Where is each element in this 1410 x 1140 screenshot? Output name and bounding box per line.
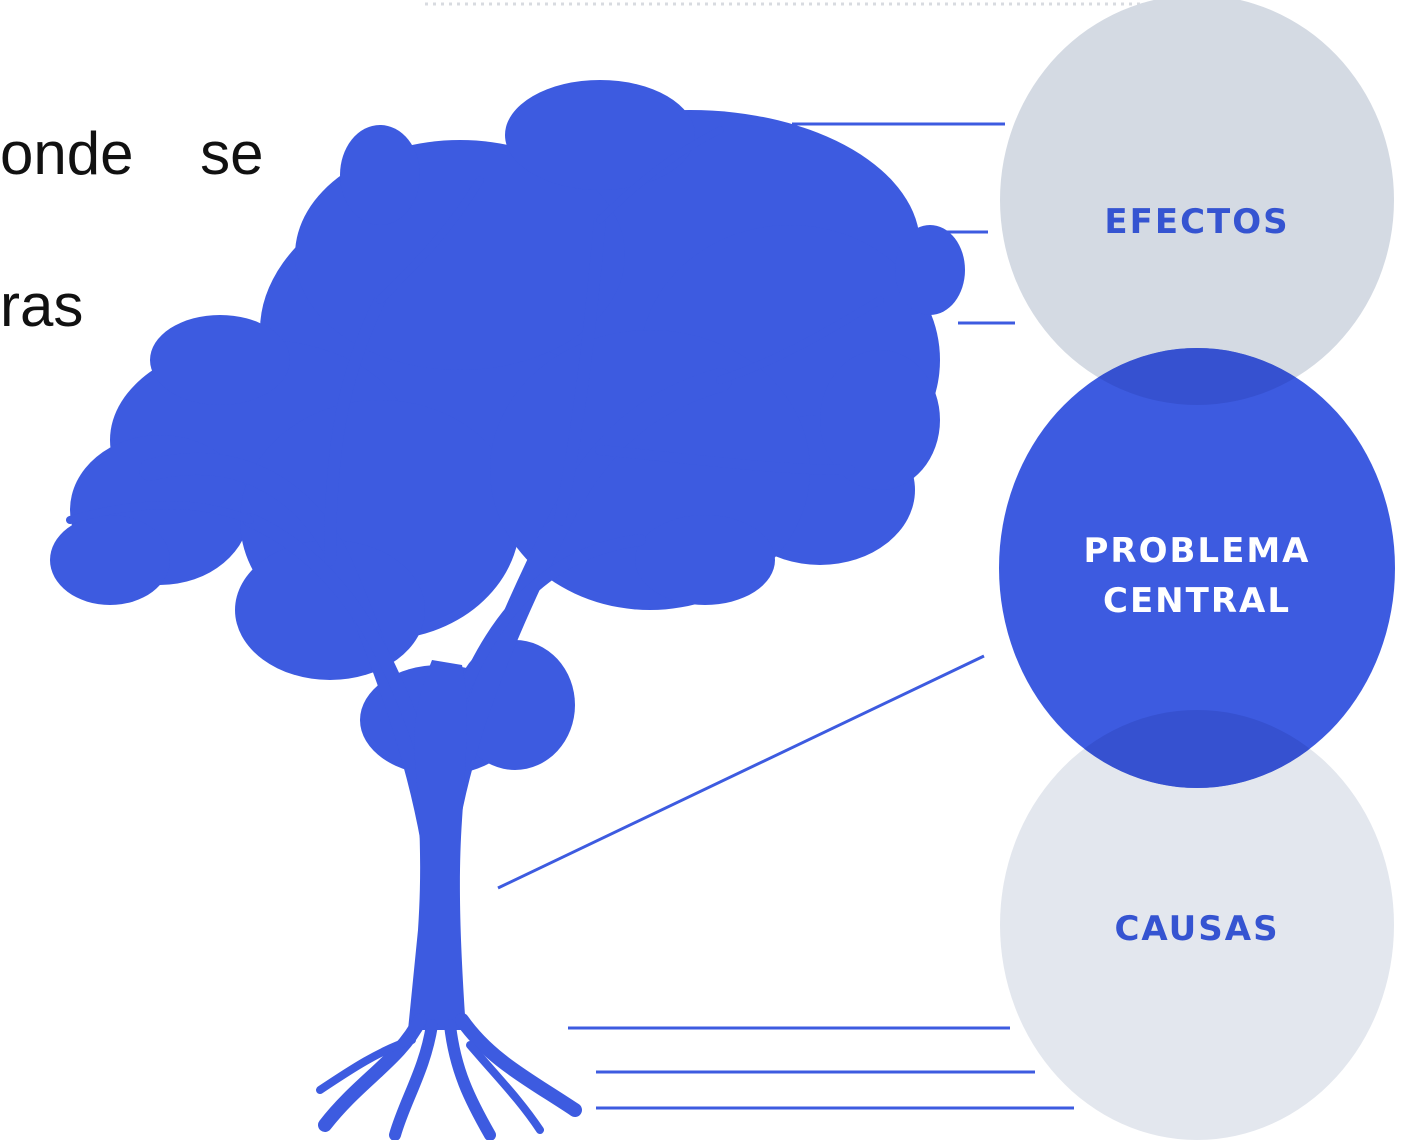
- effects-circle: [1000, 0, 1394, 405]
- trunk-connector: [497, 654, 985, 890]
- causes-circle: [1000, 710, 1394, 1140]
- problem-label-line-2: CENTRAL: [1103, 581, 1291, 621]
- text-fragment-1: onde se: [0, 120, 264, 187]
- tree-illustration: [50, 80, 965, 1140]
- tree-canopy: [50, 80, 965, 775]
- text-fragment-2: ras: [0, 272, 84, 339]
- tree-roots: [316, 1013, 582, 1140]
- problem-circle: [999, 348, 1395, 788]
- problem-label-line-1: PROBLEMA: [1084, 531, 1311, 571]
- causes-label: CAUSAS: [1114, 909, 1279, 949]
- effects-label: EFECTOS: [1104, 202, 1289, 242]
- tree-trunk: [408, 660, 467, 1030]
